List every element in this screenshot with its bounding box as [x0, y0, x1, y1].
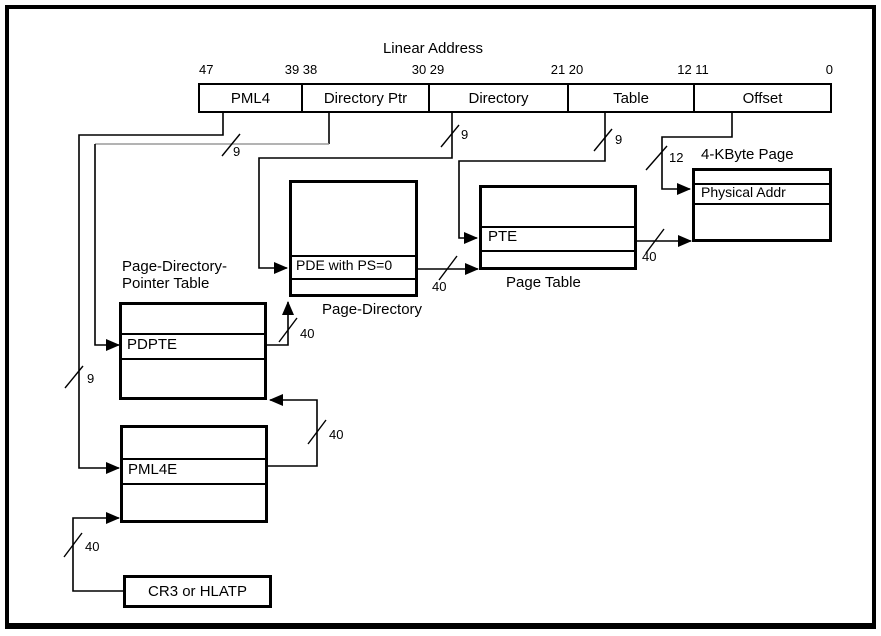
- pte-entry: PTE: [488, 228, 518, 245]
- page-table-row-divider: [482, 250, 634, 252]
- pdpt-row-divider: [122, 358, 264, 360]
- slash-cr3-icon: [63, 532, 83, 558]
- bus-width-pdpte: 40: [300, 326, 315, 341]
- figure-border: [5, 5, 876, 629]
- slash-pml4e-icon: [307, 419, 327, 445]
- page-table-caption: Page Table: [506, 274, 581, 291]
- cr3-label: CR3 or HLATP: [148, 583, 247, 600]
- field-pml4: PML4: [230, 89, 271, 107]
- field-directory: Directory: [428, 85, 567, 111]
- pdpt-row-divider: [122, 333, 264, 335]
- pml4-row-divider: [123, 458, 265, 460]
- page-4k-row-divider: [695, 203, 829, 205]
- slash-directory-icon: [440, 124, 460, 148]
- bus-width-directory: 9: [461, 127, 469, 142]
- pdpt-caption-line2: Pointer Table: [122, 275, 210, 292]
- pdpt-caption-line1: Page-Directory-: [122, 258, 228, 275]
- wire-pdpte-base: [267, 301, 294, 346]
- page-directory-box: PDE with PS=0: [289, 180, 418, 297]
- wire-offset: [661, 113, 733, 195]
- page-directory-caption: Page-Directory: [322, 301, 423, 318]
- physical-addr-entry: Physical Addr: [701, 184, 786, 200]
- bit-label-30-29: 30 29: [411, 62, 445, 77]
- bit-label-0: 0: [825, 62, 833, 77]
- wire-table-index: [458, 113, 606, 244]
- slash-pml4-icon: [64, 365, 84, 389]
- slash-dirptr-icon: [221, 133, 241, 157]
- slash-pdpte-icon: [278, 317, 298, 343]
- wire-directory-index: [258, 113, 453, 274]
- pdpt-caption: Page-Directory- Pointer Table: [122, 258, 227, 292]
- page-directory-row-divider: [292, 255, 415, 257]
- slash-offset-icon: [645, 145, 668, 171]
- page-4k-caption: 4-KByte Page: [701, 146, 794, 163]
- page-4k-row-divider: [695, 183, 829, 185]
- pdpte-entry: PDPTE: [127, 336, 178, 353]
- bus-width-cr3: 40: [85, 539, 100, 554]
- page-directory-row-divider: [292, 278, 415, 280]
- slash-pde-icon: [438, 255, 458, 281]
- bit-label-21-20: 21 20: [550, 62, 584, 77]
- bus-width-offset: 12: [669, 150, 684, 165]
- pdpt-table-box: PDPTE: [119, 302, 267, 400]
- bus-width-pte: 40: [642, 249, 657, 264]
- page-4k-box: Physical Addr: [692, 168, 832, 242]
- wire-pml4-index: [78, 113, 224, 474]
- field-directory-ptr: Directory Ptr: [301, 85, 428, 111]
- wire-pml4e-base: [268, 394, 318, 467]
- pml4e-entry: PML4E: [128, 461, 178, 478]
- bus-width-pde: 40: [432, 279, 447, 294]
- linear-address-title: Linear Address: [382, 40, 484, 57]
- wire-cr3-base: [72, 512, 123, 592]
- bit-label-39-38: 39 38: [284, 62, 318, 77]
- cr3-box: CR3 or HLATP: [123, 575, 272, 608]
- pml4-table-box: PML4E: [120, 425, 268, 523]
- pml4-row-divider: [123, 483, 265, 485]
- bus-width-table: 9: [615, 132, 623, 147]
- bit-label-47: 47: [199, 62, 214, 77]
- bus-width-pml4: 9: [87, 371, 95, 386]
- field-offset: Offset: [693, 85, 830, 111]
- page-table-box: PTE: [479, 185, 637, 270]
- linear-address-bar: PML4 Directory Ptr Directory Table Offse…: [198, 83, 832, 113]
- pde-entry: PDE with PS=0: [296, 257, 393, 273]
- bit-label-12-11: 12 11: [677, 62, 709, 77]
- wire-dirptr-index: [94, 144, 120, 351]
- field-table: Table: [567, 85, 693, 111]
- slash-table-icon: [593, 128, 613, 152]
- page-table-row-divider: [482, 226, 634, 228]
- bus-width-pml4e: 40: [329, 427, 344, 442]
- bus-width-dirptr: 9: [233, 144, 241, 159]
- slash-pte-icon: [645, 228, 665, 254]
